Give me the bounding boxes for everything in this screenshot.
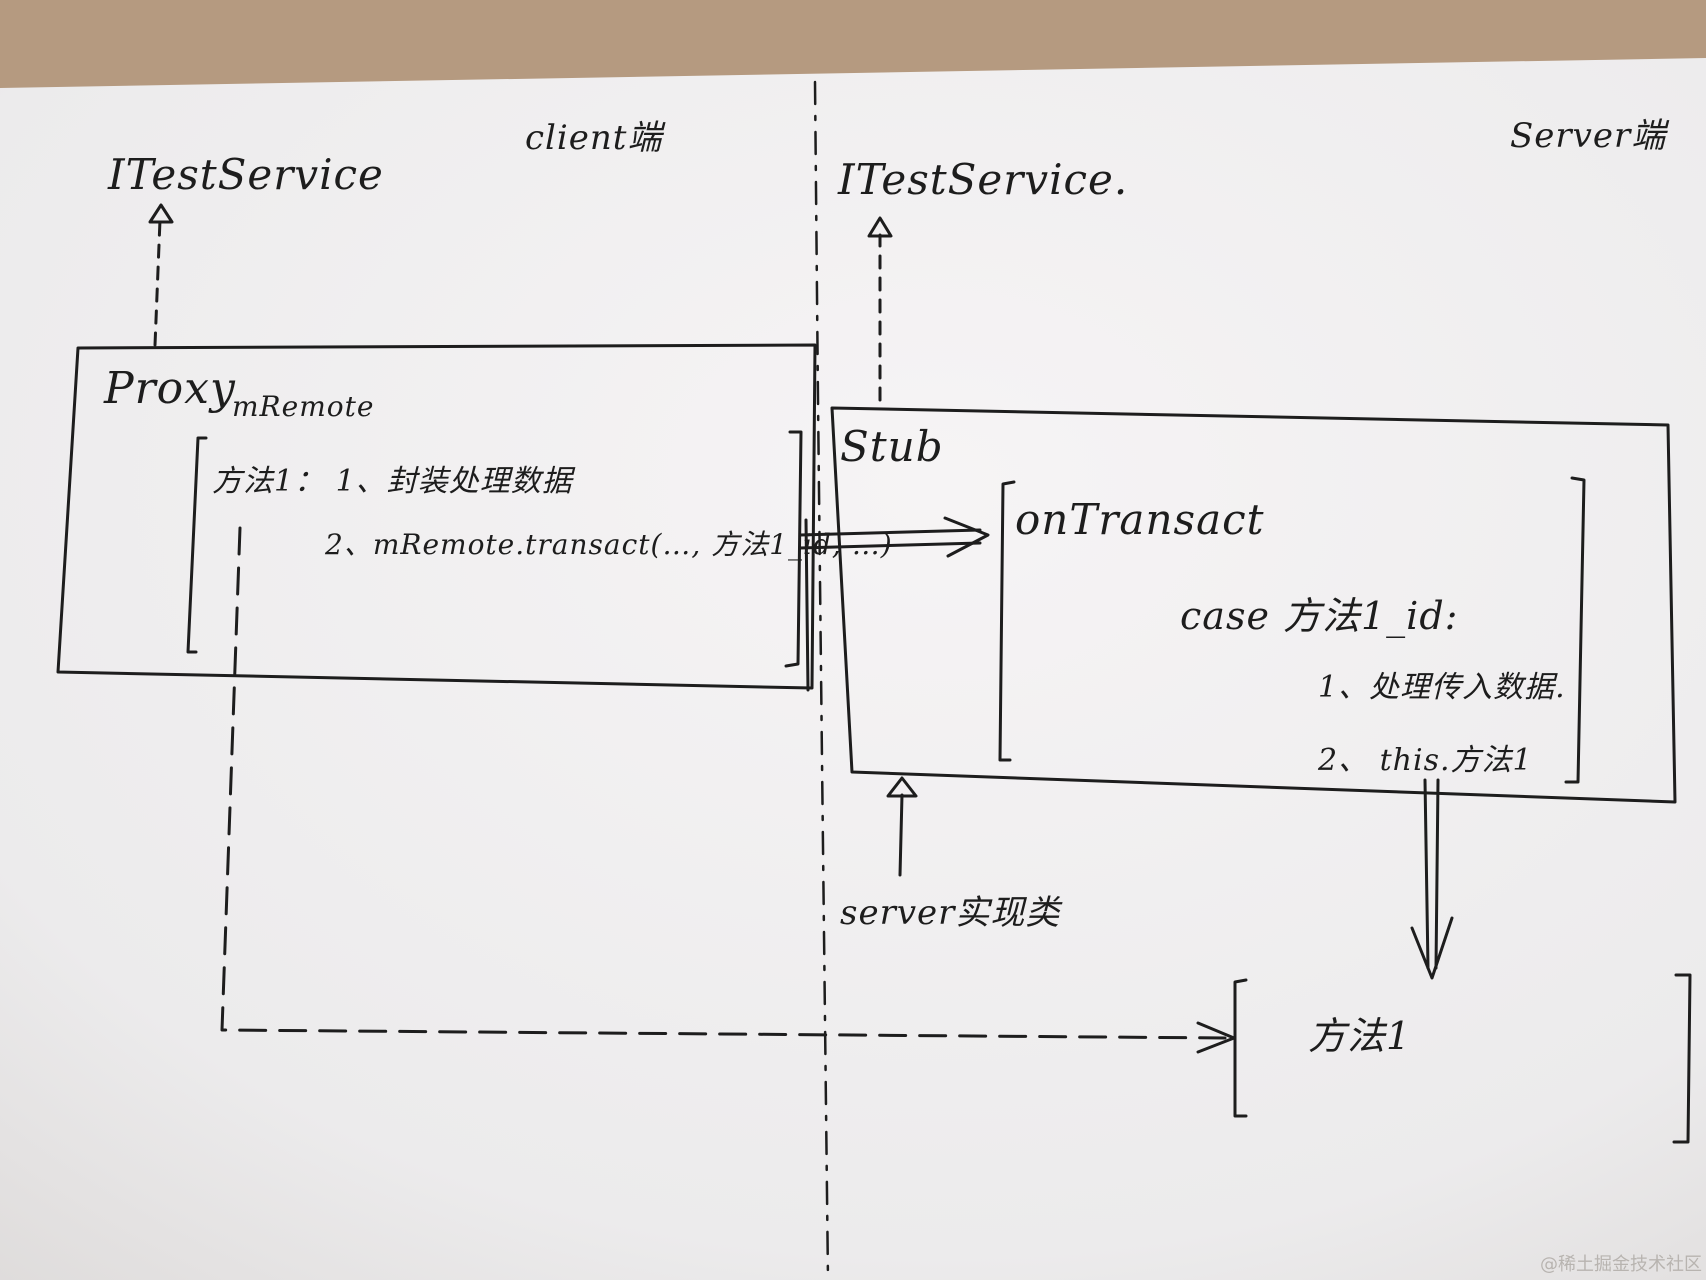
on-transact-open-bracket	[998, 480, 1016, 762]
target-method-open-bracket	[1233, 978, 1248, 1118]
client-method-step1: 方法1： 1、封装处理数据	[212, 464, 573, 499]
server-impl-arrowhead	[886, 776, 918, 798]
on-transact-label: onTransact	[1015, 495, 1265, 544]
call-method-line-a	[1423, 778, 1430, 970]
client-interface-label: ITestService	[108, 150, 384, 199]
server-interface-label: ITestService.	[838, 155, 1129, 204]
stub-title: Stub	[840, 422, 944, 471]
server-impl-label: server实现类	[840, 893, 1061, 933]
direct-call-dashed-line	[220, 526, 1227, 1040]
proxy-box	[56, 343, 817, 690]
client-server-divider	[813, 80, 830, 1280]
target-method-label: 方法1	[1308, 1014, 1412, 1058]
client-interface-arrowhead	[148, 203, 174, 224]
server-step1: 1、处理传入数据.	[1318, 670, 1566, 705]
target-method-close-bracket	[1672, 973, 1692, 1144]
stub-box	[830, 406, 1677, 804]
transact-arrow-tail-mark	[804, 518, 810, 692]
call-method-arrowhead	[1410, 916, 1454, 980]
transact-arrow-line-b	[798, 541, 982, 550]
case-label: case 方法1_id:	[1180, 594, 1459, 638]
client-interface-realization-line	[153, 218, 162, 347]
server-impl-inheritance-line	[898, 793, 904, 877]
client-method-open-bracket	[186, 436, 208, 654]
client-method-step2: 2、mRemote.transact(…, 方法1_id, …)	[325, 528, 893, 561]
direct-call-arrowhead	[1196, 1021, 1236, 1054]
server-side-label: Server端	[1510, 116, 1667, 156]
client-side-label: client端	[525, 118, 663, 158]
proxy-title: Proxy	[104, 363, 236, 414]
watermark: @稀土掘金技术社区	[1540, 1254, 1702, 1275]
call-method-line-b	[1434, 778, 1440, 970]
transact-arrow-line-a	[798, 528, 982, 537]
server-step2: 2、 this.方法1	[1318, 743, 1533, 778]
on-transact-close-bracket	[1564, 476, 1586, 784]
server-interface-arrowhead	[867, 216, 893, 238]
transact-arrowhead	[943, 516, 990, 558]
mremote-field-label: mRemote	[232, 390, 375, 423]
paper-sheet	[0, 58, 1706, 1280]
